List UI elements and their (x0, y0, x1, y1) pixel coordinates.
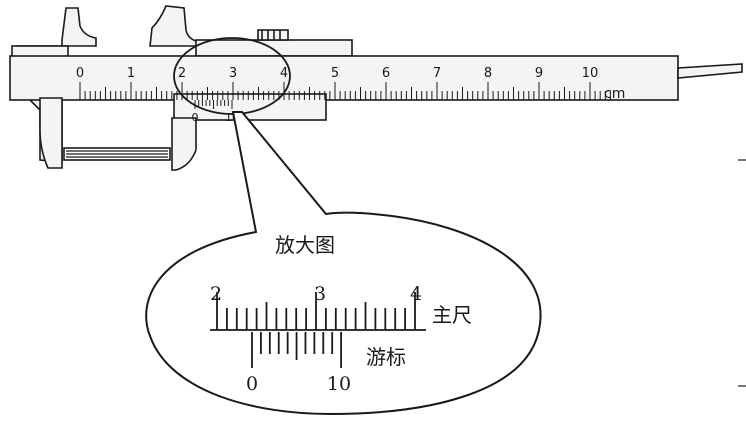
magnified-vernier-label-0: 0 (246, 373, 258, 395)
small-vernier-label-0: 0 (192, 111, 199, 124)
magnified-vernier-scale (251, 332, 343, 368)
main-scale-label: 1 (127, 66, 135, 81)
sliding-inner-jaw (171, 117, 197, 171)
main-scale-label: 10 (582, 66, 599, 81)
depth-rod (677, 63, 743, 79)
loupe-circle (173, 37, 291, 115)
main-scale-label: 8 (484, 66, 492, 81)
caliper (9, 5, 743, 171)
main-scale-label: 6 (382, 66, 390, 81)
fixed-inner-jaw (39, 97, 63, 169)
small-vernier-ticks (194, 100, 233, 109)
magnified-title: 放大图 (275, 233, 335, 257)
magnified-main-label-2: 2 (210, 283, 222, 305)
main-scale-label: 5 (331, 66, 339, 81)
unit-label: cm (604, 86, 625, 102)
fixed-outer-jaw (61, 7, 97, 47)
main-scale-label: 4 (280, 66, 288, 81)
magnified-main-label-4: 4 (410, 283, 422, 305)
vernier-slider-top (195, 39, 353, 57)
sliding-outer-jaw (149, 5, 201, 47)
main-scale-label: 0 (76, 66, 84, 81)
main-scale-label: 2 (178, 66, 186, 81)
main-scale-label: 7 (433, 66, 441, 81)
magnified-main-name: 主尺 (432, 303, 472, 327)
main-scale-label: 9 (535, 66, 543, 81)
callout-bubble (145, 111, 542, 416)
magnified-vernier-label-10: 10 (327, 373, 351, 395)
main-scale-labels: 0 1 2 3 4 5 6 7 8 9 10 (76, 66, 598, 81)
magnified-main-scale (210, 292, 426, 331)
magnified-vernier-name: 游标 (366, 345, 406, 369)
main-beam (9, 55, 679, 101)
magnified-main-label-3: 3 (314, 283, 326, 305)
main-scale-label: 3 (229, 66, 237, 81)
spring-hatch (66, 150, 168, 158)
main-scale-ticks (79, 82, 611, 100)
lock-screw (257, 29, 289, 41)
